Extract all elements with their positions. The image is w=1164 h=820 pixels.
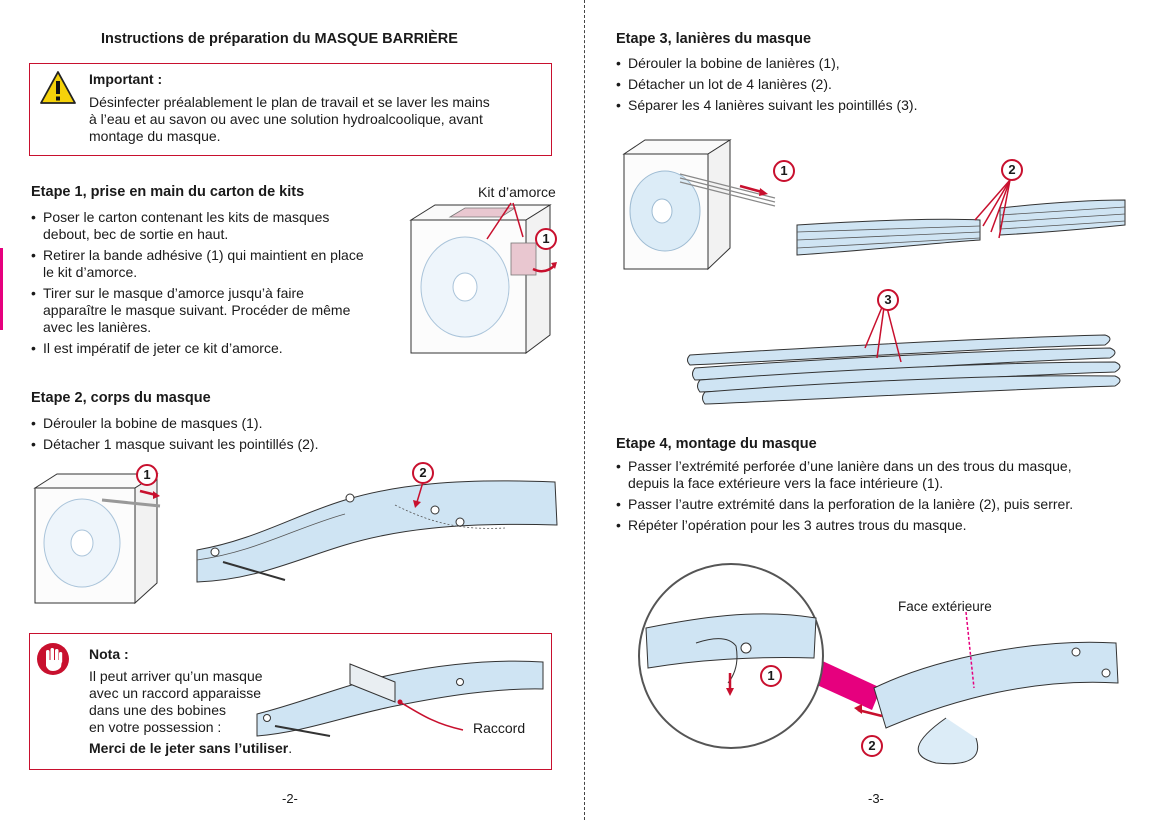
list-item: Retirer la bande adhésive (1) qui mainti… [31,247,401,281]
figure-label-face-exterieure: Face extérieure [898,599,992,614]
list-item: Passer l’extrémité perforée d’une lanièr… [616,458,1146,492]
step2-heading: Etape 2, corps du masque [31,390,211,406]
mask-sheet-illustration [196,480,558,583]
stop-hand-icon [37,643,69,675]
list-item: Détacher un lot de 4 lanières (2). [616,76,1116,93]
step4-list: Passer l’extrémité perforée d’une lanièr… [616,458,1146,538]
separated-straps-illustration [687,299,1121,405]
list-item: Tirer sur le masque d’amorce jusqu’à fai… [31,285,401,336]
nota-line: Il peut arriver qu’un masque [89,668,263,684]
list-item: Il est impératif de jeter ce kit d’amorc… [31,340,401,357]
step1-heading: Etape 1, prise en main du carton de kits [31,184,305,200]
warning-icon [40,71,76,104]
nota-warning: Merci de le jeter sans l’utiliser [89,740,289,756]
nota-line: dans une des bobines [89,702,226,718]
list-item: Détacher 1 masque suivant les pointillés… [31,436,431,453]
important-line: Désinfecter préalablement le plan de tra… [89,94,490,110]
list-item: Poser le carton contenant les kits de ma… [31,209,401,243]
figure-label-raccord: Raccord [473,720,526,736]
page-number-right: -3- [868,791,884,806]
page-number-left: -2- [282,791,298,806]
list-item: Séparer les 4 lanières suivant les point… [616,97,1116,114]
important-text: Désinfecter préalablement le plan de tra… [89,94,549,145]
important-box: Important : Désinfecter préalablement le… [29,63,552,156]
callout-2: 2 [1001,159,1023,181]
callout-3: 3 [877,289,899,311]
callout-2: 2 [861,735,883,757]
nota-box: Nota : Il peut arriver qu’un masque avec… [29,633,552,770]
callout-1: 1 [760,665,782,687]
callout-1: 1 [773,160,795,182]
step2-list: Dérouler la bobine de masques (1). Détac… [31,415,431,457]
strap-roll-illustration [622,139,776,271]
list-item: Dérouler la bobine de masques (1). [31,415,431,432]
list-item: Répéter l’opération pour les 3 autres tr… [616,517,1146,534]
list-item: Dérouler la bobine de lanières (1), [616,55,1116,72]
step1-list: Poser le carton contenant les kits de ma… [31,209,401,361]
nota-line: en votre possession : [89,719,222,735]
figure-label-kit: Kit d’amorce [478,184,556,200]
callout-2: 2 [412,462,434,484]
mask-roll-illustration [33,473,161,605]
important-heading: Important : [89,71,163,87]
important-line: à l’eau et au savon ou avec une solution… [89,111,483,127]
margin-marker [0,248,3,330]
callout-1: 1 [136,464,158,486]
list-item: Passer l’autre extrémité dans la perfora… [616,496,1146,513]
step3-list: Dérouler la bobine de lanières (1), Déta… [616,55,1116,118]
page-divider [584,0,585,820]
raccord-illustration [256,660,544,737]
important-line: montage du masque. [89,128,221,144]
nota-suffix: . [288,740,293,756]
page-title: Instructions de préparation du MASQUE BA… [101,31,458,47]
nota-line: avec un raccord apparaisse [89,685,261,701]
carton-illustration [409,202,557,354]
nota-heading: Nota : [89,646,129,662]
step4-heading: Etape 4, montage du masque [616,436,817,452]
strap-batch-illustration [796,179,1126,256]
mask-assembly-illustration [638,563,1119,765]
nota-text: Il peut arriver qu’un masque avec un rac… [89,668,292,757]
callout-1: 1 [535,228,557,250]
step3-heading: Etape 3, lanières du masque [616,31,812,47]
